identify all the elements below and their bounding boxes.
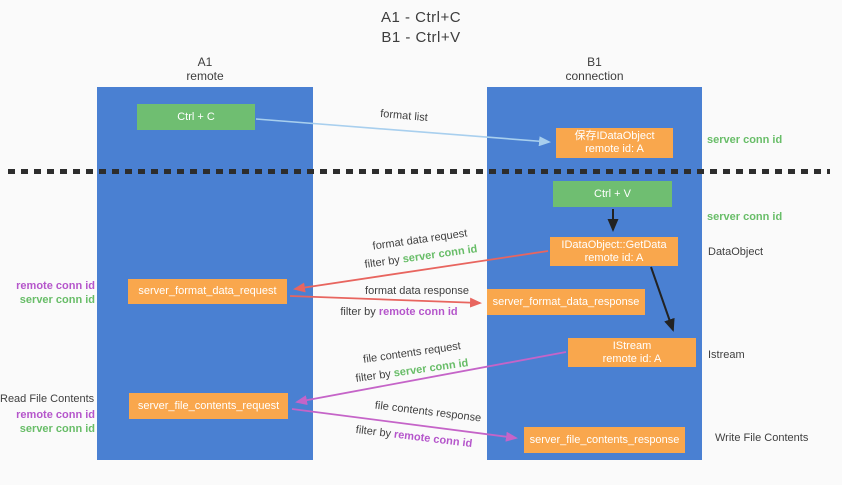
server-conn-id-annotation-left-top: server conn id bbox=[19, 294, 95, 306]
node-istream: IStream remote id: A bbox=[568, 338, 696, 367]
format-list-arrow bbox=[255, 118, 551, 147]
node-idataobject-getdata: IDataObject::GetData remote id: A bbox=[550, 237, 678, 266]
write-file-contents-annotation: Write File Contents bbox=[715, 432, 809, 444]
format-response-label: server_format_data_response bbox=[492, 295, 640, 308]
lane-a1-name: A1 bbox=[197, 55, 213, 69]
diagram-title: A1 - Ctrl+C B1 - Ctrl+V bbox=[0, 8, 842, 48]
istream-annotation: Istream bbox=[708, 349, 745, 361]
lane-header-a1: A1 remote bbox=[97, 55, 313, 83]
node-server-format-data-response: server_format_data_response bbox=[487, 289, 645, 315]
file-contents-request-arrow bbox=[295, 351, 567, 406]
node-ctrl-c: Ctrl + C bbox=[137, 104, 255, 130]
node-ctrl-v: Ctrl + V bbox=[553, 181, 672, 207]
server-conn-id-annotation-top-right: server conn id bbox=[707, 134, 783, 146]
getdata-line2: remote id: A bbox=[584, 251, 644, 264]
server-conn-id-annotation-left-bottom: server conn id bbox=[19, 423, 95, 435]
filter-by-text: filter by bbox=[340, 306, 376, 318]
getdata-line1: IDataObject::GetData bbox=[561, 238, 667, 251]
istream-line1: IStream bbox=[612, 339, 652, 352]
remote-conn-id-text: remote conn id bbox=[378, 306, 458, 318]
lane-b1-name: B1 bbox=[587, 55, 602, 69]
node-server-format-data-request: server_format_data_request bbox=[128, 279, 287, 304]
lane-header-b1: B1 connection bbox=[487, 55, 702, 83]
node-server-file-contents-request: server_file_contents_request bbox=[129, 393, 288, 419]
getdata-to-istream-arrow bbox=[650, 266, 675, 332]
file-response-label: server_file_contents_response bbox=[529, 433, 680, 446]
ctrl-v-label: Ctrl + V bbox=[594, 187, 631, 200]
format-data-response-arrow bbox=[289, 295, 482, 308]
read-file-contents-annotation: Read File Contents bbox=[0, 393, 95, 405]
file-contents-response-arrow bbox=[291, 408, 518, 442]
ctrl-c-label: Ctrl + C bbox=[177, 110, 215, 123]
node-save-idataobject: 保存IDataObject remote id: A bbox=[556, 128, 673, 158]
format-data-request-arrow bbox=[293, 250, 549, 293]
title-line-1: A1 - Ctrl+C bbox=[380, 9, 462, 26]
server-conn-id-annotation-mid-right: server conn id bbox=[707, 211, 783, 223]
dataobject-annotation: DataObject bbox=[708, 246, 764, 258]
machine-boundary-dashed-line bbox=[8, 169, 830, 174]
node-server-file-contents-response: server_file_contents_response bbox=[524, 427, 685, 453]
file-request-label: server_file_contents_request bbox=[137, 399, 280, 412]
remote-conn-id-annotation-left-top: remote conn id bbox=[16, 280, 95, 292]
save-idataobject-line1: 保存IDataObject bbox=[574, 130, 655, 142]
format-request-label: server_format_data_request bbox=[138, 285, 277, 297]
lane-b1-role: connection bbox=[565, 69, 624, 83]
istream-line2: remote id: A bbox=[602, 352, 662, 365]
lane-a1-role: remote bbox=[186, 69, 224, 83]
save-idataobject-line2: remote id: A bbox=[585, 143, 644, 155]
remote-conn-id-annotation-left-bottom: remote conn id bbox=[16, 409, 95, 421]
title-line-2: B1 - Ctrl+V bbox=[381, 29, 461, 46]
format-data-response-label: format data response bbox=[365, 285, 469, 297]
